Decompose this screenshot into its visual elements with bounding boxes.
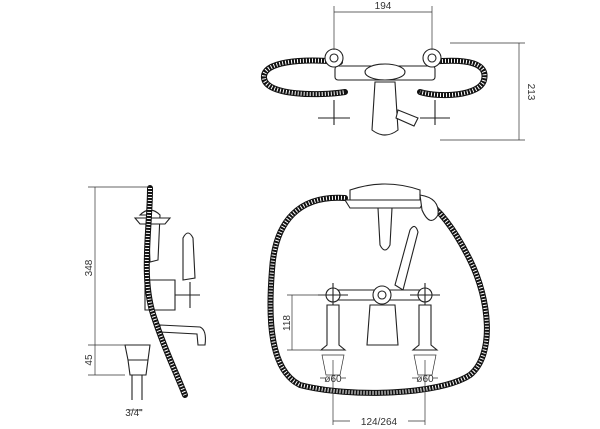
front-view: 118 ø60 ø60 124/264 <box>267 183 490 428</box>
front-left-pillar <box>319 304 347 351</box>
top-height-label: 213 <box>525 84 536 101</box>
side-cross-handle <box>175 282 200 308</box>
top-spout <box>371 81 399 136</box>
front-spout-base <box>366 304 399 346</box>
front-right-pillar <box>411 304 439 351</box>
top-lever <box>395 109 419 127</box>
top-width-label: 194 <box>375 1 392 12</box>
front-pillar-height-label: 118 <box>282 315 293 331</box>
front-lever <box>394 225 419 291</box>
side-spout <box>159 324 206 346</box>
side-lever <box>182 232 196 281</box>
top-handset <box>364 63 406 81</box>
side-thread-label: 3/4" <box>125 408 143 419</box>
side-base-label: 45 <box>84 354 95 366</box>
side-height-label: 348 <box>84 259 95 276</box>
top-hose <box>261 57 488 99</box>
top-left-handle <box>318 100 350 125</box>
front-cradle <box>377 207 393 251</box>
top-right-handle <box>420 100 450 125</box>
side-base <box>124 344 151 400</box>
side-view: 348 45 3/4" <box>84 185 206 419</box>
front-centers-label: 124/264 <box>361 417 398 428</box>
top-left-mount <box>324 48 344 68</box>
top-view: 194 213 <box>261 1 536 141</box>
top-right-mount <box>422 48 442 68</box>
front-handset <box>349 183 421 201</box>
